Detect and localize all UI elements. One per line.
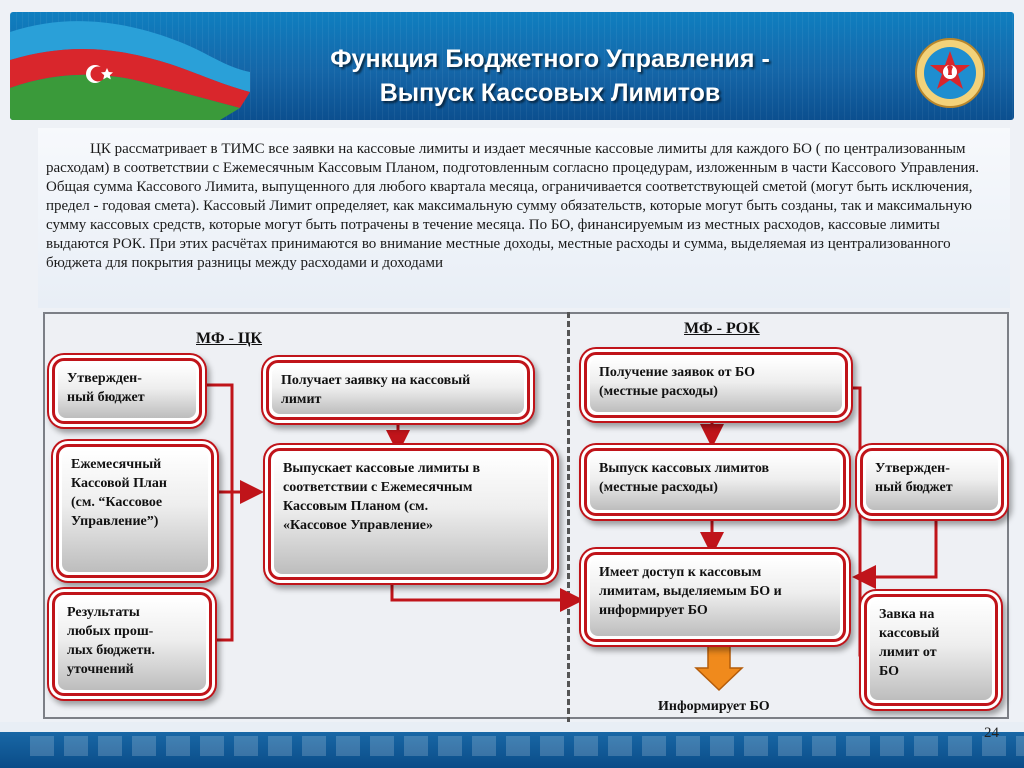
connector-budget-collector [202,383,234,642]
footer-bar [0,722,1024,768]
title-line-2: Выпуск Кассовых Лимитов [379,79,721,107]
header-banner: Функция Бюджетного Управления - Выпуск К… [10,12,1014,120]
intro-paragraph: ЦК рассматривает в ТИМС все заявки на ка… [46,141,980,271]
box-issuing-limits-local: Выпуск кассовых лимитов (местные расходы… [584,448,846,516]
azerbaijan-flag-icon [10,21,250,120]
box-approved-budget-left: Утвержден- ный бюджет [52,358,202,424]
connector-issue-to-access [390,578,584,612]
slide-title: Функция Бюджетного Управления - Выпуск К… [230,42,870,110]
intro-panel [38,128,1010,308]
box-request-from-bo: Завка на кассовый лимит от БО [864,594,998,706]
box-receiving-requests: Получение заявок от БО (местные расходы) [584,352,848,418]
box-issues-limits: Выпускает кассовые лимиты в соответствии… [268,448,554,580]
box-past-budget-results: Результаты любых прош- лых бюджетн. уточ… [52,592,212,696]
informs-bo-label: Информирует БО [658,699,770,714]
title-line-1: Функция Бюджетного Управления - [330,45,770,73]
informs-arrow-icon [694,641,744,692]
box-approved-budget-right: Утвержден- ный бюджет [860,448,1004,516]
footer-decoration [30,736,1024,756]
column-label-mf-rok: МФ - РОК [684,320,760,337]
footer-top-strip [0,722,1024,732]
box-has-access: Имеет доступ к кассовым лимитам, выделяе… [584,552,846,642]
box-receives-request: Получает заявку на кассовый лимит [266,360,530,420]
box-monthly-cash-plan: Ежемесячный Кассовой План (см. “Кассовое… [56,444,214,578]
column-divider [567,312,570,732]
page-number: 24 [984,725,999,741]
connector-budget-right-to-access [852,514,938,589]
connector-request-to-receiving [850,386,864,657]
state-emblem-icon [915,38,985,108]
column-label-mf-ck: МФ - ЦК [196,330,263,347]
